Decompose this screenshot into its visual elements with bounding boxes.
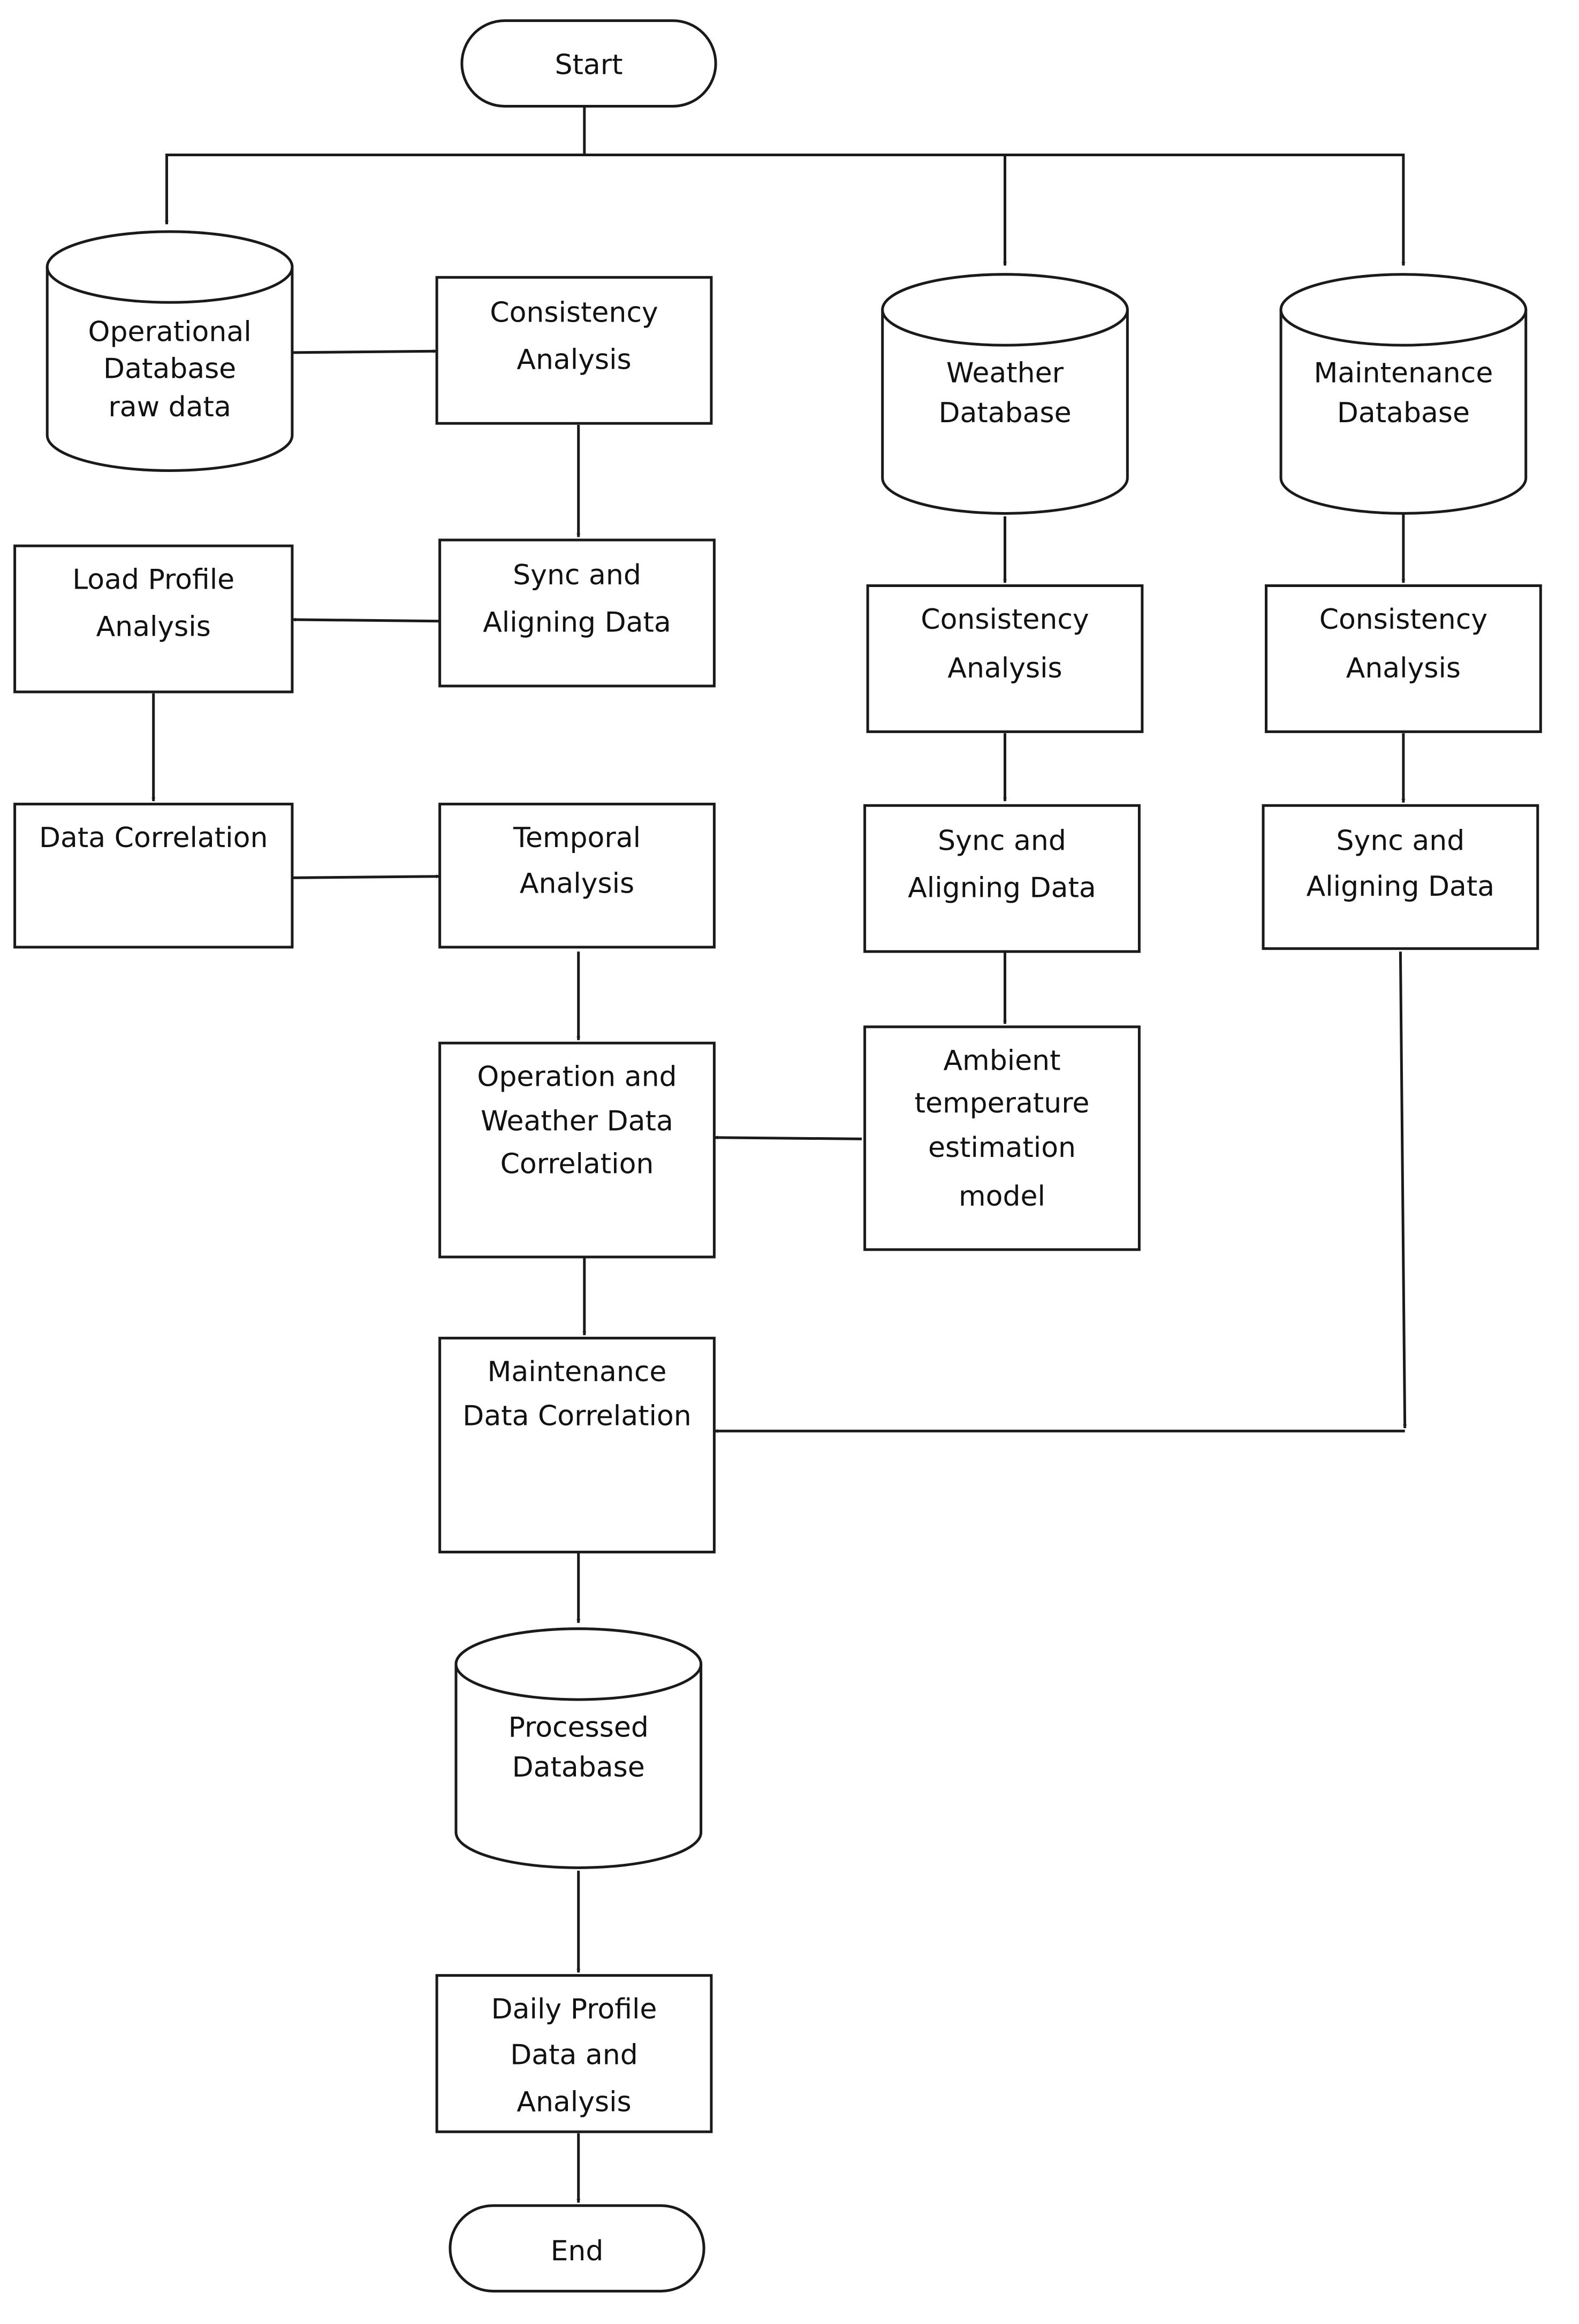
- process-box: [866, 584, 1144, 733]
- node-label: Start: [555, 49, 623, 81]
- arrow-connector: [714, 1136, 862, 1140]
- cylinder-top: [454, 1627, 703, 1701]
- node-label: Database: [512, 1751, 645, 1784]
- process-box: [438, 803, 716, 949]
- terminal-node-end: End: [449, 2204, 705, 2293]
- node-label: Consistency: [490, 297, 658, 329]
- node-label: Database: [938, 397, 1071, 429]
- arrow-connector: [584, 154, 1007, 266]
- node-label: Sync and: [513, 559, 641, 591]
- arrow-connector: [292, 874, 440, 879]
- arrow-connector: [292, 618, 440, 623]
- node-label: Database: [1337, 397, 1470, 429]
- node-label: Consistency: [1319, 604, 1487, 636]
- process-box: [438, 1337, 716, 1553]
- node-label: Sync and: [1337, 825, 1465, 857]
- terminal-shape: [460, 19, 717, 108]
- node-label: Analysis: [1346, 652, 1461, 684]
- node-label: Data Correlation: [39, 822, 268, 854]
- process-box: [863, 804, 1141, 953]
- process-box: [1265, 584, 1542, 733]
- node-label: raw data: [108, 391, 231, 423]
- terminal-node-start: Start: [460, 19, 717, 108]
- node-label: estimation: [928, 1132, 1076, 1164]
- node-label: Analysis: [520, 867, 634, 900]
- node-label: temperature: [915, 1087, 1090, 1119]
- process-box: [1262, 804, 1539, 950]
- node-label: Operational: [88, 316, 252, 348]
- node-label: Weather: [946, 357, 1064, 390]
- process-box: [438, 1041, 716, 1259]
- node-label: End: [551, 2235, 604, 2267]
- node-label: Data and: [510, 2039, 638, 2071]
- arrow-connector: [165, 106, 586, 225]
- node-label: Data Correlation: [462, 1400, 691, 1433]
- node-label: Ambient: [943, 1045, 1060, 1077]
- node-label: Load Profile: [72, 564, 234, 596]
- process-node-ambient-model: Ambient temperature estimation model: [863, 1025, 1141, 1251]
- cylinder-top: [45, 230, 294, 304]
- node-label: Analysis: [947, 652, 1062, 684]
- node-label: Weather Data: [481, 1105, 673, 1137]
- process-node-data-correlation: Data Correlation: [13, 803, 294, 949]
- node-label: Aligning Data: [483, 607, 671, 639]
- cylinder-top: [881, 273, 1129, 347]
- node-label: Database: [103, 353, 236, 385]
- node-label: Sync and: [938, 825, 1066, 857]
- process-box: [435, 1974, 713, 2133]
- node-label: Operation and: [477, 1061, 677, 1093]
- node-label: Aligning Data: [1307, 871, 1495, 903]
- arrow-connector: [292, 349, 437, 354]
- node-label: Analysis: [517, 344, 631, 376]
- node-label: Maintenance: [488, 1356, 667, 1388]
- process-box: [863, 1025, 1141, 1251]
- node-label: Aligning Data: [908, 872, 1096, 904]
- node-label: Temporal: [513, 822, 641, 854]
- node-label: Processed: [508, 1712, 649, 1744]
- process-box: [435, 276, 713, 425]
- arrow-connector: [1005, 154, 1406, 266]
- process-box: [438, 538, 716, 688]
- node-label: Analysis: [96, 611, 211, 643]
- terminal-shape: [449, 2204, 705, 2293]
- node-label: Consistency: [921, 604, 1089, 636]
- node-label: Correlation: [500, 1148, 654, 1180]
- node-label: Daily Profile: [491, 1993, 657, 2025]
- process-box: [13, 803, 294, 949]
- node-label: model: [959, 1180, 1045, 1213]
- arrow-connector: [1399, 951, 1407, 1429]
- node-label: Analysis: [517, 2086, 631, 2119]
- node-label: Maintenance: [1314, 357, 1493, 390]
- process-box: [13, 544, 294, 694]
- cylinder-top: [1279, 273, 1528, 347]
